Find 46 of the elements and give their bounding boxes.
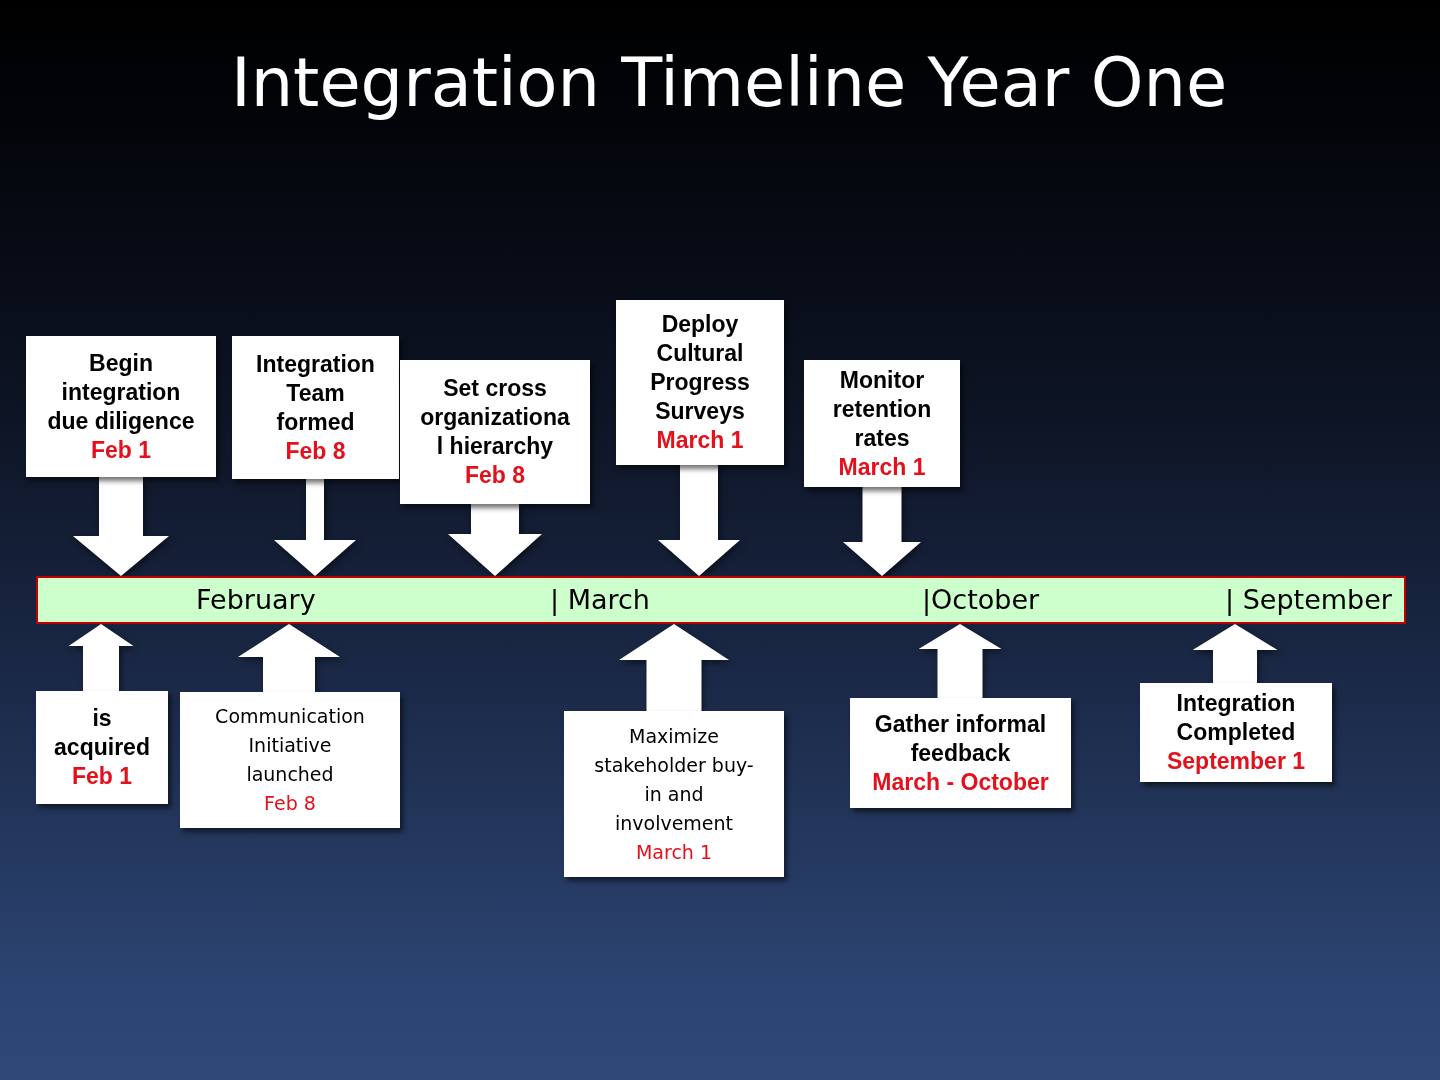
milestone-date: March 1	[656, 426, 744, 455]
milestone-text: Begin integration due diligence	[46, 348, 196, 436]
milestone-text: Monitor retention rates	[831, 365, 933, 453]
milestone-callout	[180, 692, 400, 828]
milestone-date: March 1	[838, 452, 926, 482]
milestone-date: March 1	[635, 839, 712, 865]
milestone-callout	[400, 360, 590, 504]
milestone-date: Feb 8	[264, 791, 316, 816]
milestone-callout	[1140, 683, 1332, 782]
block-arrow	[843, 487, 921, 576]
milestone-text: is acquired	[53, 704, 151, 762]
milestone-text: Gather informal feedback	[873, 709, 1048, 768]
block-arrow	[918, 624, 1002, 698]
milestone-text: Communication Initiative launched	[214, 704, 366, 787]
block-arrow	[658, 465, 740, 576]
milestone-date: March - October	[872, 767, 1049, 797]
timeline-bar	[36, 576, 1406, 624]
milestone-date: Feb 1	[71, 762, 133, 791]
block-arrow	[68, 624, 134, 691]
month-label: February	[196, 584, 316, 616]
block-arrow	[619, 624, 729, 711]
milestone-date: Feb 8	[285, 436, 346, 466]
milestone-date: September 1	[1166, 747, 1306, 776]
milestone-date: Feb 8	[464, 461, 526, 490]
month-label: | September	[1225, 584, 1392, 616]
slide-title: Integration Timeline Year One	[230, 43, 1228, 124]
block-arrow	[238, 624, 340, 692]
milestone-callout	[36, 691, 168, 804]
block-arrow	[1192, 624, 1278, 683]
milestone-callout	[564, 711, 784, 877]
block-arrow	[274, 479, 356, 576]
milestone-text: Set cross organizational hierarchy	[419, 374, 571, 461]
month-label: | March	[550, 584, 650, 616]
milestone-text: Integration Completed	[1175, 689, 1297, 747]
milestone-callout	[232, 336, 399, 479]
milestone-text: Deploy Cultural Progress Surveys	[649, 310, 751, 426]
milestone-date: Feb 1	[90, 435, 152, 465]
milestone-callout	[804, 360, 960, 487]
milestone-callout	[850, 698, 1071, 808]
block-arrow	[73, 477, 169, 576]
milestone-text: Integration Team formed	[255, 349, 376, 437]
month-label: |October	[922, 584, 1040, 616]
milestone-callout	[26, 336, 216, 477]
block-arrow	[448, 504, 542, 576]
milestone-callout	[616, 300, 784, 465]
milestone-text: Maximize stakeholder buy-in and involvement	[593, 723, 755, 836]
